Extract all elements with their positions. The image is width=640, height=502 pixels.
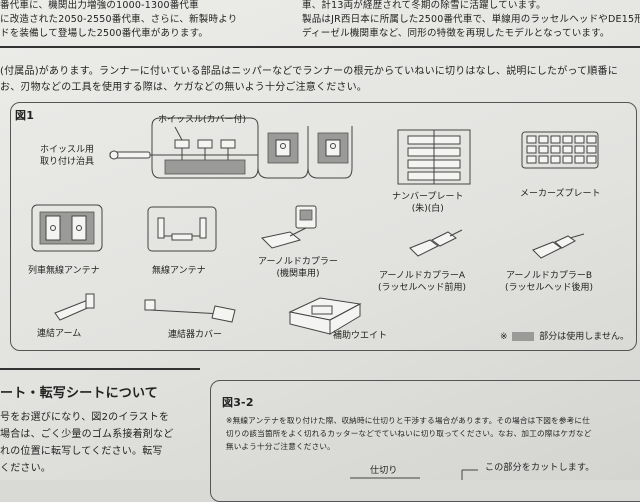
label-whistle: ホイッスル(カバー付) — [158, 115, 247, 125]
label-whistle-jig: ホイッスル用 取り付け治具 — [40, 145, 95, 167]
section-divider-bottom-left — [0, 368, 200, 370]
figure-1-panel — [10, 102, 637, 351]
train-antenna-drawing — [31, 204, 103, 252]
label-maker-plate: メーカーズプレート — [520, 189, 601, 199]
label-radio-antenna: 無線アンテナ — [152, 266, 206, 276]
label-coupler-cover: 連結器カバー — [168, 330, 223, 340]
label-train-antenna: 列車無線アンテナ — [28, 266, 100, 276]
unused-note: ※ 部分は使用しません。 — [500, 332, 630, 342]
partition-label: 仕切り — [370, 466, 398, 476]
figure-3-2-note-1: ※無線アンテナを取り付けた際、収納時に仕切りと干渉する場合があります。その場合は… — [226, 416, 591, 425]
decal-text-4: ください。 — [0, 463, 51, 474]
whistle-runner-drawing — [109, 117, 353, 179]
section-divider-top — [0, 46, 640, 48]
partition-drawing — [350, 469, 478, 480]
arnold-coupler-b-drawing — [532, 233, 585, 259]
top-text-right-2: 製品はJR西日本に所属した2500番代車で、単線用のラッセルヘッドやDE15形 — [302, 14, 640, 25]
arnold-coupler-a-drawing — [409, 229, 463, 257]
top-text-left-1: 番代車に、機関出力増強の1000-1300番代車 — [0, 0, 199, 11]
intro-line-1: (付属品)があります。ランナーに付いている部品はニッパーなどでランナーの根元から… — [0, 66, 618, 77]
figure-3-2-note-3: 無いよう十分ご注意ください。 — [226, 442, 335, 451]
intro-line-2: お、刃物などの工具を使用する際は、ケガなどの無いよう十分ご注意ください。 — [0, 82, 367, 93]
top-text-left-3: ドを装備して登場した2500番代車があります。 — [0, 28, 209, 39]
label-number-plate: ナンバープレート (朱)(白) — [392, 192, 464, 214]
decal-text-3: れの位置に転写してください。転写 — [0, 446, 163, 457]
cut-label: この部分をカットします。 — [485, 463, 595, 473]
coupler-cover-drawing — [144, 299, 236, 323]
top-text-left-2: に改造された2050-2550番代車、さらに、新製時より — [0, 14, 238, 25]
number-plate-drawing — [397, 129, 471, 185]
aux-weight-drawing — [288, 297, 362, 335]
top-text-right-3: ディーゼル機関車など、同形の特徴を再現したモデルとなっています。 — [302, 28, 610, 39]
unused-shade-swatch — [512, 332, 535, 341]
label-arnold-a: アーノルドカプラーA (ラッセルヘッド前用) — [378, 271, 467, 293]
label-arnold-loco: アーノルドカプラー (機関車用) — [258, 257, 338, 279]
decal-text-1: 号をお選びになり、図2のイラストを — [0, 412, 170, 423]
label-coupling-arm: 連結アーム — [37, 329, 82, 339]
decal-text-2: 場合は、ごく少量のゴム系接着剤など — [0, 429, 174, 440]
top-text-right-1: 車、計13両が経歴されて冬期の除雪に活躍しています。 — [302, 0, 546, 11]
figure-3-2-note-2: 切りの該当箇所をよく切れるカッターなどでていねいに切り取ってください。なお、加工… — [226, 429, 592, 438]
radio-antenna-drawing — [147, 206, 217, 252]
decal-section-heading: ート・転写シートについて — [0, 386, 159, 401]
coupling-arm-drawing — [54, 293, 95, 321]
arnold-coupler-loco-drawing — [260, 205, 317, 249]
maker-plate-drawing — [521, 131, 599, 169]
label-aux-weight: 補助ウエイト — [333, 331, 388, 341]
label-arnold-b: アーノルドカプラーB (ラッセルヘッド後用) — [505, 271, 594, 293]
figure-3-2-title: 図3-2 — [222, 396, 254, 409]
figure-1-title: 図1 — [15, 109, 35, 122]
